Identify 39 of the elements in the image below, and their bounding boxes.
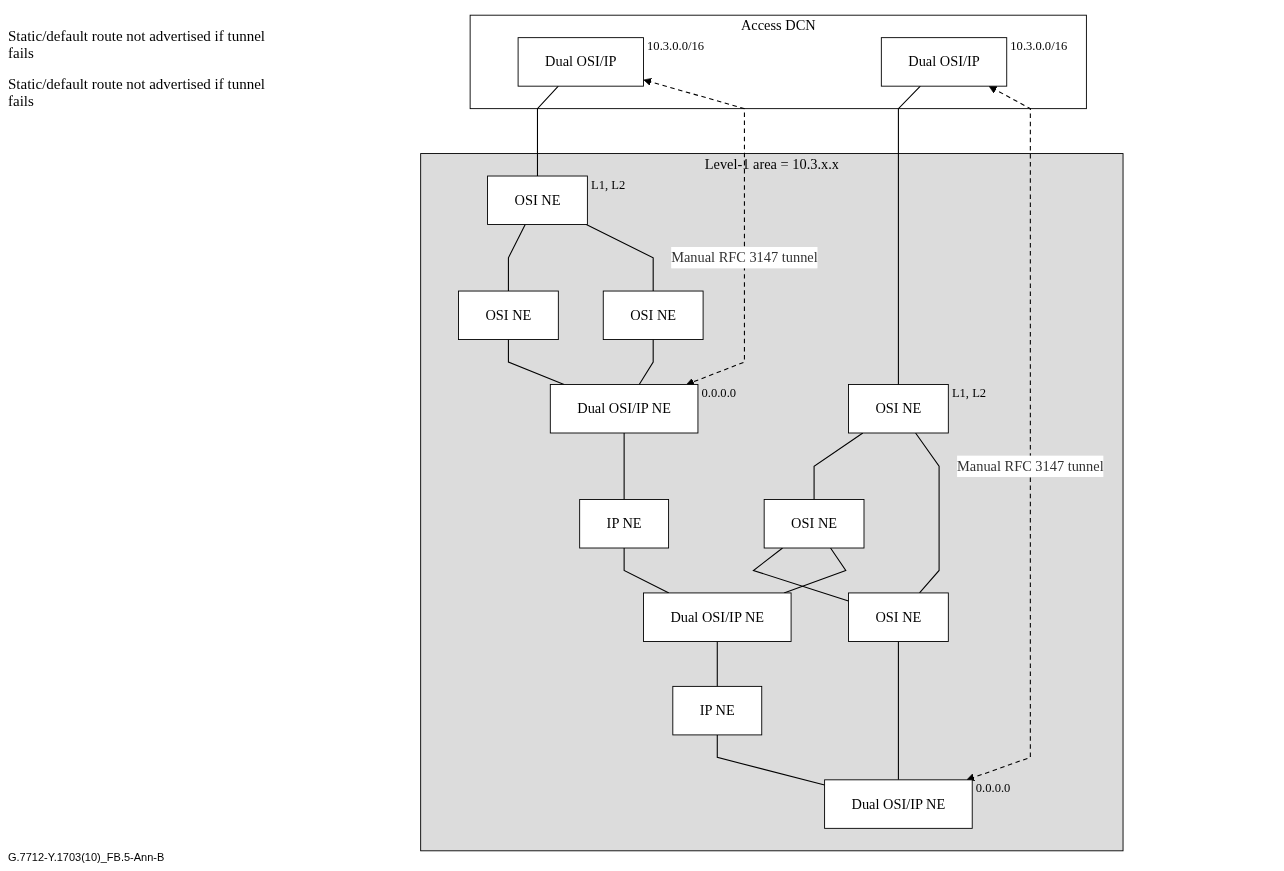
connector bbox=[716, 734, 826, 786]
node-box: OSI NE bbox=[602, 290, 704, 340]
node-annotation: 10.3.0.0/16 bbox=[1010, 39, 1068, 54]
node-box: OSI NE bbox=[848, 384, 949, 434]
node-box: Dual OSI/IP NE bbox=[643, 592, 792, 642]
connector bbox=[638, 339, 654, 386]
node-box: Dual OSI/IP NE bbox=[824, 779, 973, 829]
node-box: Dual OSI/IP bbox=[881, 37, 1008, 87]
node-annotation: 0.0.0.0 bbox=[701, 386, 737, 401]
node-box: Dual OSI/IP NE bbox=[550, 384, 699, 434]
connector bbox=[537, 85, 559, 177]
connector bbox=[752, 547, 850, 602]
node-box: OSI NE bbox=[487, 175, 588, 225]
node-box: Dual OSI/IP bbox=[517, 37, 645, 87]
edge-label: Manual RFC 3147 tunnel bbox=[957, 458, 1104, 474]
node-annotation: L1, L2 bbox=[591, 177, 626, 192]
node-box: IP NE bbox=[672, 685, 763, 736]
node-box: IP NE bbox=[579, 499, 670, 549]
connector bbox=[915, 432, 940, 594]
connector bbox=[508, 224, 526, 292]
node-box: OSI NE bbox=[763, 499, 865, 549]
arrow bbox=[966, 86, 1031, 782]
connector bbox=[623, 432, 625, 501]
note-text: Static/default route not advertised if tunnel fails bbox=[8, 28, 266, 62]
note-text: Static/default route not advertised if tunnel fails bbox=[8, 76, 266, 110]
edge-label: Manual RFC 3147 tunnel bbox=[671, 249, 818, 265]
connector bbox=[898, 640, 900, 781]
figure-code: G.7712-Y.1703(10)_FB.5-Ann-B bbox=[8, 851, 166, 863]
node-annotation: 10.3.0.0/16 bbox=[647, 39, 705, 54]
arrow bbox=[643, 78, 746, 386]
node-box: OSI NE bbox=[848, 592, 949, 642]
node-annotation: L1, L2 bbox=[952, 386, 987, 401]
connector bbox=[508, 339, 565, 386]
connector bbox=[585, 224, 654, 292]
node-annotation: 0.0.0.0 bbox=[975, 781, 1011, 796]
connector bbox=[898, 85, 921, 386]
connector bbox=[813, 432, 864, 501]
node-box: OSI NE bbox=[458, 290, 559, 340]
connector bbox=[716, 640, 718, 687]
